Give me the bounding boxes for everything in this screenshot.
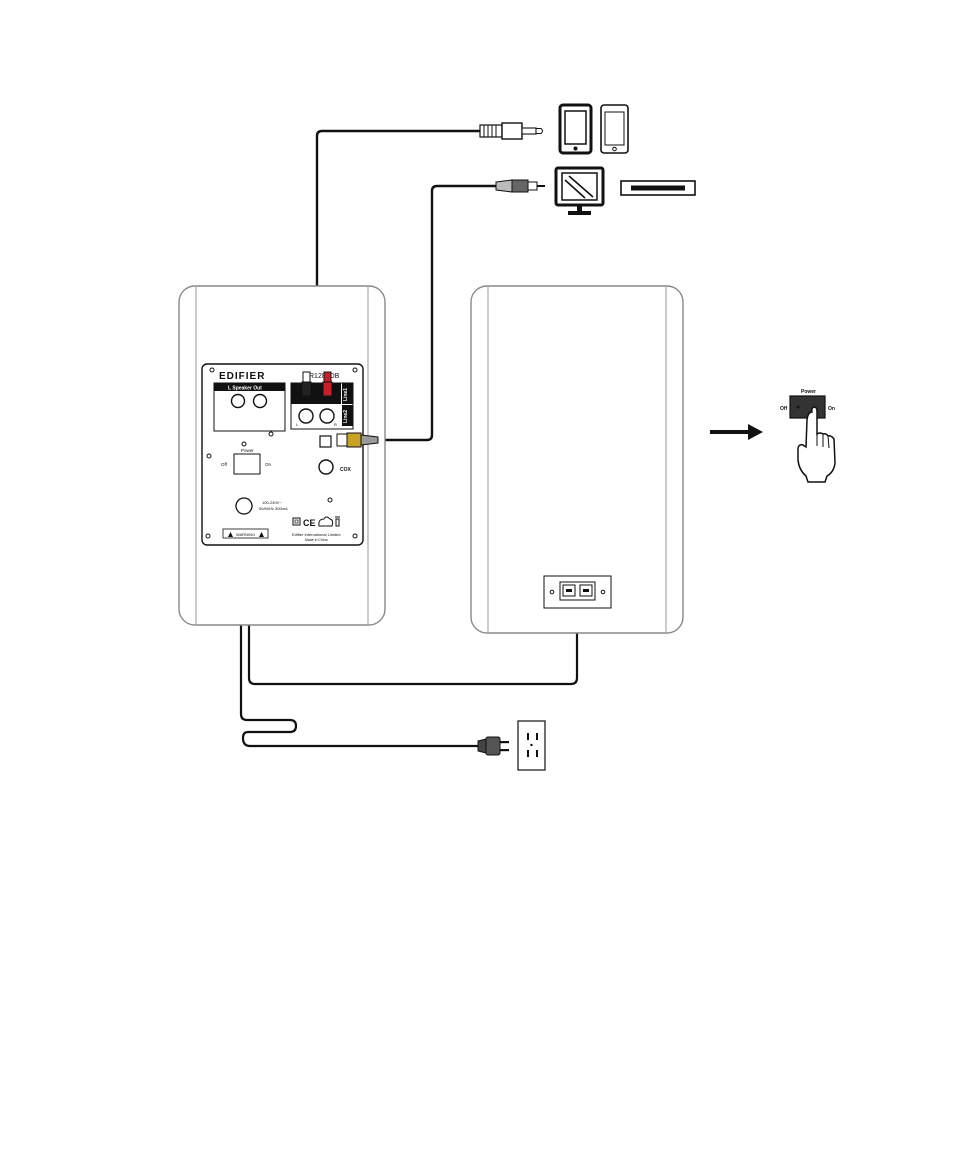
line-input-left[interactable] <box>298 408 314 424</box>
passive-speaker-rear <box>470 285 684 634</box>
zoom-power-label: Power <box>801 389 816 395</box>
arrow-right-icon <box>710 424 763 440</box>
coaxial-input[interactable] <box>318 459 334 475</box>
power-switch[interactable] <box>233 453 261 475</box>
speaker-out-label: L Speaker Out <box>228 386 262 392</box>
optical-input[interactable] <box>319 435 332 448</box>
made-in-label: Made in China <box>305 538 328 542</box>
rca-plug-white <box>301 371 312 397</box>
speaker-terminal-right[interactable] <box>252 393 268 409</box>
coaxial-plug-top <box>495 179 545 193</box>
warning-triangle-left-icon <box>228 532 233 537</box>
power-cord <box>239 510 478 748</box>
pressing-hand-icon <box>797 406 836 483</box>
off-label: Off <box>221 462 228 467</box>
coaxial-plug-panel <box>336 432 379 448</box>
line1-label: Line1 <box>343 388 349 401</box>
cox-label: COX <box>340 467 352 473</box>
screw <box>241 441 247 447</box>
on-label: On <box>265 462 272 467</box>
rating-label: 100-240V~ <box>262 500 282 505</box>
zoom-power-switch[interactable] <box>789 395 826 419</box>
screw <box>206 453 212 459</box>
screw <box>205 533 211 539</box>
rear-panel: EDIFIER R1280DB L Speaker Out Line1 Line… <box>201 363 379 546</box>
wall-outlet-icon <box>517 720 546 771</box>
screw <box>327 497 333 503</box>
svg-text:R: R <box>334 422 337 427</box>
rca-plug-red <box>322 371 333 397</box>
power-plug-icon <box>477 736 509 756</box>
smartphone-icon <box>600 104 629 154</box>
screw <box>352 533 358 539</box>
company-label: Edifier International Limited <box>292 532 340 537</box>
rating-label-2: 50/60Hz 300mA <box>259 506 288 511</box>
speaker-terminal-left[interactable] <box>230 393 246 409</box>
line-input-right[interactable] <box>319 408 335 424</box>
warning-label: WARNING <box>236 532 255 537</box>
cd-player-icon <box>620 180 696 196</box>
tablet-icon <box>558 103 593 155</box>
brand-logo: EDIFIER <box>219 371 265 382</box>
computer-monitor-icon <box>554 166 605 215</box>
screw <box>268 431 274 437</box>
screw <box>352 367 358 373</box>
power-inlet[interactable] <box>235 497 253 515</box>
aux-jack-plug <box>479 122 543 140</box>
line2-label: Line2 <box>343 410 349 423</box>
rcm-mark-icon <box>318 516 334 527</box>
coaxial-cable <box>380 184 497 442</box>
warning-triangle-right-icon <box>259 532 264 537</box>
svg-text:L: L <box>296 422 299 427</box>
ce-mark-icon: CE <box>303 518 316 528</box>
zoom-on-label: On <box>828 406 835 412</box>
zoom-off-label: Off <box>780 406 788 412</box>
weee-bin-icon <box>335 516 340 527</box>
power-label: Power <box>241 448 254 453</box>
screw <box>209 367 215 373</box>
power-switch-zoom: Power Off On <box>780 389 835 419</box>
